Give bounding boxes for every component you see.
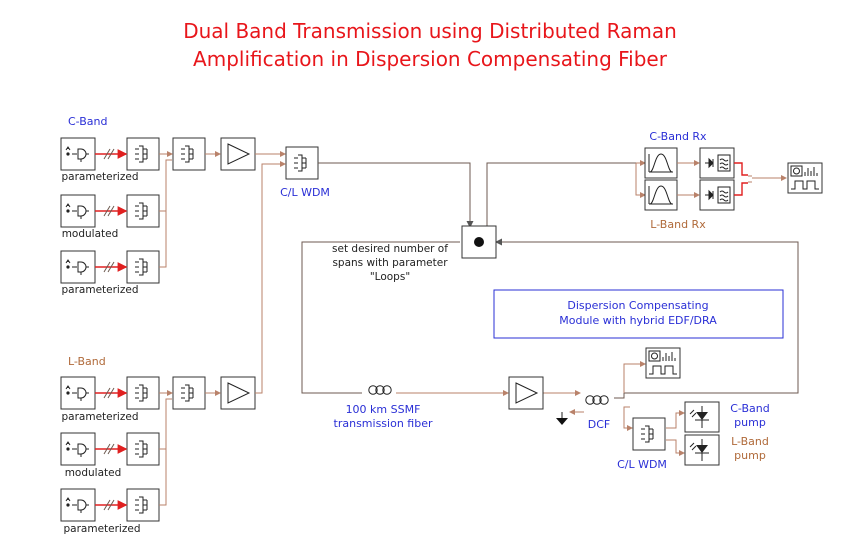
loop-control[interactable] <box>461 225 497 259</box>
cband-transmitter-2[interactable] <box>60 194 96 228</box>
lband-channel-mux-3[interactable] <box>126 488 160 522</box>
lband-rx-filter[interactable] <box>644 179 678 211</box>
cband-wires <box>159 151 286 268</box>
title-line-1: Dual Band Transmission using Distributed… <box>183 19 677 43</box>
cband-pump[interactable] <box>684 401 720 433</box>
cband-pump-label-2: pump <box>734 416 766 429</box>
rx-wires <box>677 160 787 198</box>
lband-label: L-Band <box>68 355 106 368</box>
loop-note-1: set desired number of <box>332 243 448 255</box>
ssmf-label-2: transmission fiber <box>334 417 433 430</box>
lband-photodetector[interactable] <box>699 179 735 211</box>
lband-wires <box>159 161 286 506</box>
cband-channel-mux-2[interactable] <box>126 194 160 228</box>
lband-pump[interactable] <box>684 434 720 466</box>
title-line-2: Amplification in Dispersion Compensating… <box>193 47 668 71</box>
dcm-note-2: Module with hybrid EDF/DRA <box>559 314 717 327</box>
cband-combiner[interactable] <box>172 137 206 171</box>
tx-label-2: modulated <box>62 228 119 240</box>
rx-visualizer[interactable] <box>787 162 823 194</box>
cband-booster-amp[interactable] <box>220 137 256 171</box>
inline-amplifier[interactable] <box>508 376 544 410</box>
tx-label-3: parameterized <box>62 284 139 296</box>
lband-tx-links <box>95 387 128 511</box>
lband-channel-mux-2[interactable] <box>126 432 160 466</box>
cband-photodetector[interactable] <box>699 147 735 179</box>
main-wires <box>301 160 799 456</box>
lband-transmitter-1[interactable] <box>60 376 96 410</box>
cband-transmitter-3[interactable] <box>60 250 96 284</box>
cl-wdm[interactable] <box>285 146 319 180</box>
cband-label: C-Band <box>68 115 108 128</box>
cband-pump-label-1: C-Band <box>730 402 770 415</box>
lband-transmitter-2[interactable] <box>60 432 96 466</box>
lband-transmitter-3[interactable] <box>60 488 96 522</box>
tx-label-1: parameterized <box>62 171 139 183</box>
cband-channel-mux-3[interactable] <box>126 250 160 284</box>
lband-rx-label: L-Band Rx <box>650 218 706 231</box>
ssmf-label-1: 100 km SSMF <box>346 403 421 416</box>
dcf-label: DCF <box>588 418 610 431</box>
lband-pump-label-2: pump <box>734 449 766 462</box>
cband-transmitter-1[interactable] <box>60 137 96 171</box>
ssmf-fiber[interactable] <box>368 385 392 395</box>
lband-channel-mux-1[interactable] <box>126 376 160 410</box>
dcf-visualizer[interactable] <box>645 347 681 379</box>
ground-icon <box>556 409 584 425</box>
lband-booster-amp[interactable] <box>220 376 256 410</box>
wdm2-label: C/L WDM <box>617 458 667 471</box>
loop-note-3: "Loops" <box>370 271 410 283</box>
cband-tx-links <box>95 148 128 273</box>
tx-label-5: modulated <box>65 467 122 479</box>
tx-label-4: parameterized <box>62 411 139 423</box>
wdm-label: C/L WDM <box>280 186 330 199</box>
cband-channel-mux-1[interactable] <box>126 137 160 171</box>
cband-rx-filter[interactable] <box>644 147 678 179</box>
dcf-fiber[interactable] <box>585 395 609 405</box>
tx-label-6: parameterized <box>64 523 141 535</box>
dcm-note-1: Dispersion Compensating <box>567 299 708 312</box>
loop-note-2: spans with parameter <box>332 257 448 269</box>
pump-wdm[interactable] <box>632 417 666 451</box>
dcm-note-box: Dispersion Compensating Module with hybr… <box>493 289 784 339</box>
cband-rx-label: C-Band Rx <box>649 130 707 143</box>
lband-combiner[interactable] <box>172 376 206 410</box>
lband-pump-label-1: L-Band <box>731 435 769 448</box>
